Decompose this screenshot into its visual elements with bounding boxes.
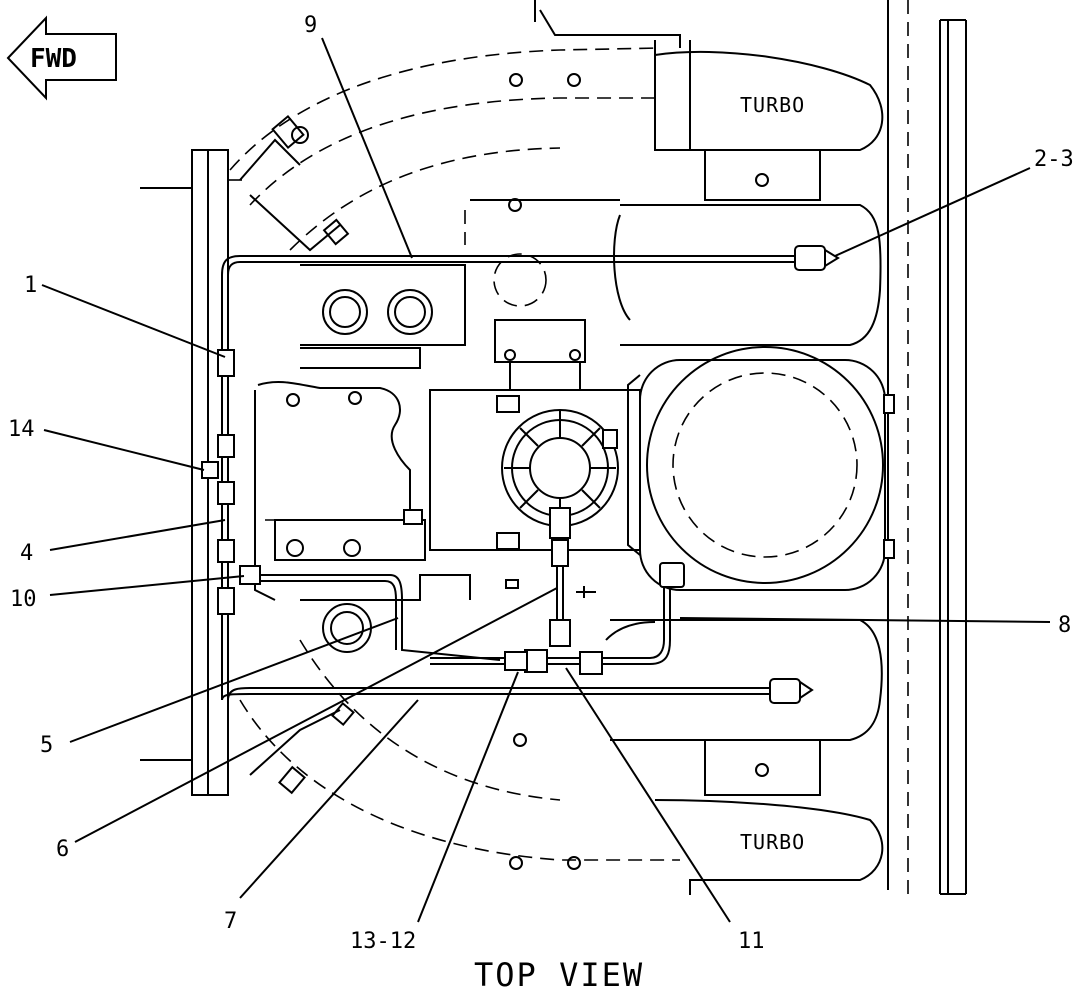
- fwd-arrow-icon: [6, 15, 117, 101]
- callout-8: 8: [1058, 613, 1071, 638]
- leader-7: [239, 699, 419, 899]
- center-block: [300, 253, 547, 369]
- callout-7: 7: [224, 909, 237, 934]
- leader-2-3: [834, 167, 1031, 257]
- callout-4: 4: [20, 541, 33, 566]
- leader-11: [565, 667, 731, 923]
- leader-10: [49, 575, 245, 596]
- engine-block-outline: [254, 381, 426, 601]
- callout-11: 11: [738, 929, 765, 954]
- callouts: 1 2-3 4 5 6 7 8 9 10 11 13-12 14: [8, 13, 1074, 954]
- upper-elbow: [239, 114, 350, 252]
- fwd-label: FWD: [30, 44, 77, 74]
- callout-13-12: 13-12: [350, 929, 416, 954]
- leader-5: [69, 617, 399, 743]
- callout-6: 6: [56, 837, 69, 862]
- right-cover: [627, 346, 895, 591]
- leader-lines: [41, 37, 1051, 923]
- turbo-lower-label: TURBO: [740, 830, 805, 854]
- callout-2-3: 2-3: [1034, 147, 1074, 172]
- frame-rails: [887, 0, 967, 895]
- tube-lines: [221, 255, 800, 701]
- callout-14: 14: [8, 417, 35, 442]
- callout-10: 10: [10, 587, 37, 612]
- view-title: TOP VIEW: [474, 956, 644, 994]
- leader-9: [321, 37, 413, 259]
- leader-6: [74, 587, 558, 843]
- callout-1: 1: [24, 273, 37, 298]
- leader-8: [679, 617, 1051, 623]
- callout-5: 5: [40, 733, 53, 758]
- leader-13-12: [417, 671, 519, 923]
- tube-fittings: [201, 245, 840, 704]
- leader-1: [41, 284, 226, 358]
- leader-14: [43, 429, 205, 471]
- fwd-arrow: FWD: [6, 15, 117, 101]
- leader-4: [49, 519, 226, 551]
- turbo-upper-label: TURBO: [740, 93, 805, 117]
- callout-9: 9: [304, 13, 317, 38]
- filter-housing: [429, 319, 641, 551]
- left-flange: [140, 149, 250, 796]
- upper-turbo-assembly: TURBO: [229, 0, 884, 346]
